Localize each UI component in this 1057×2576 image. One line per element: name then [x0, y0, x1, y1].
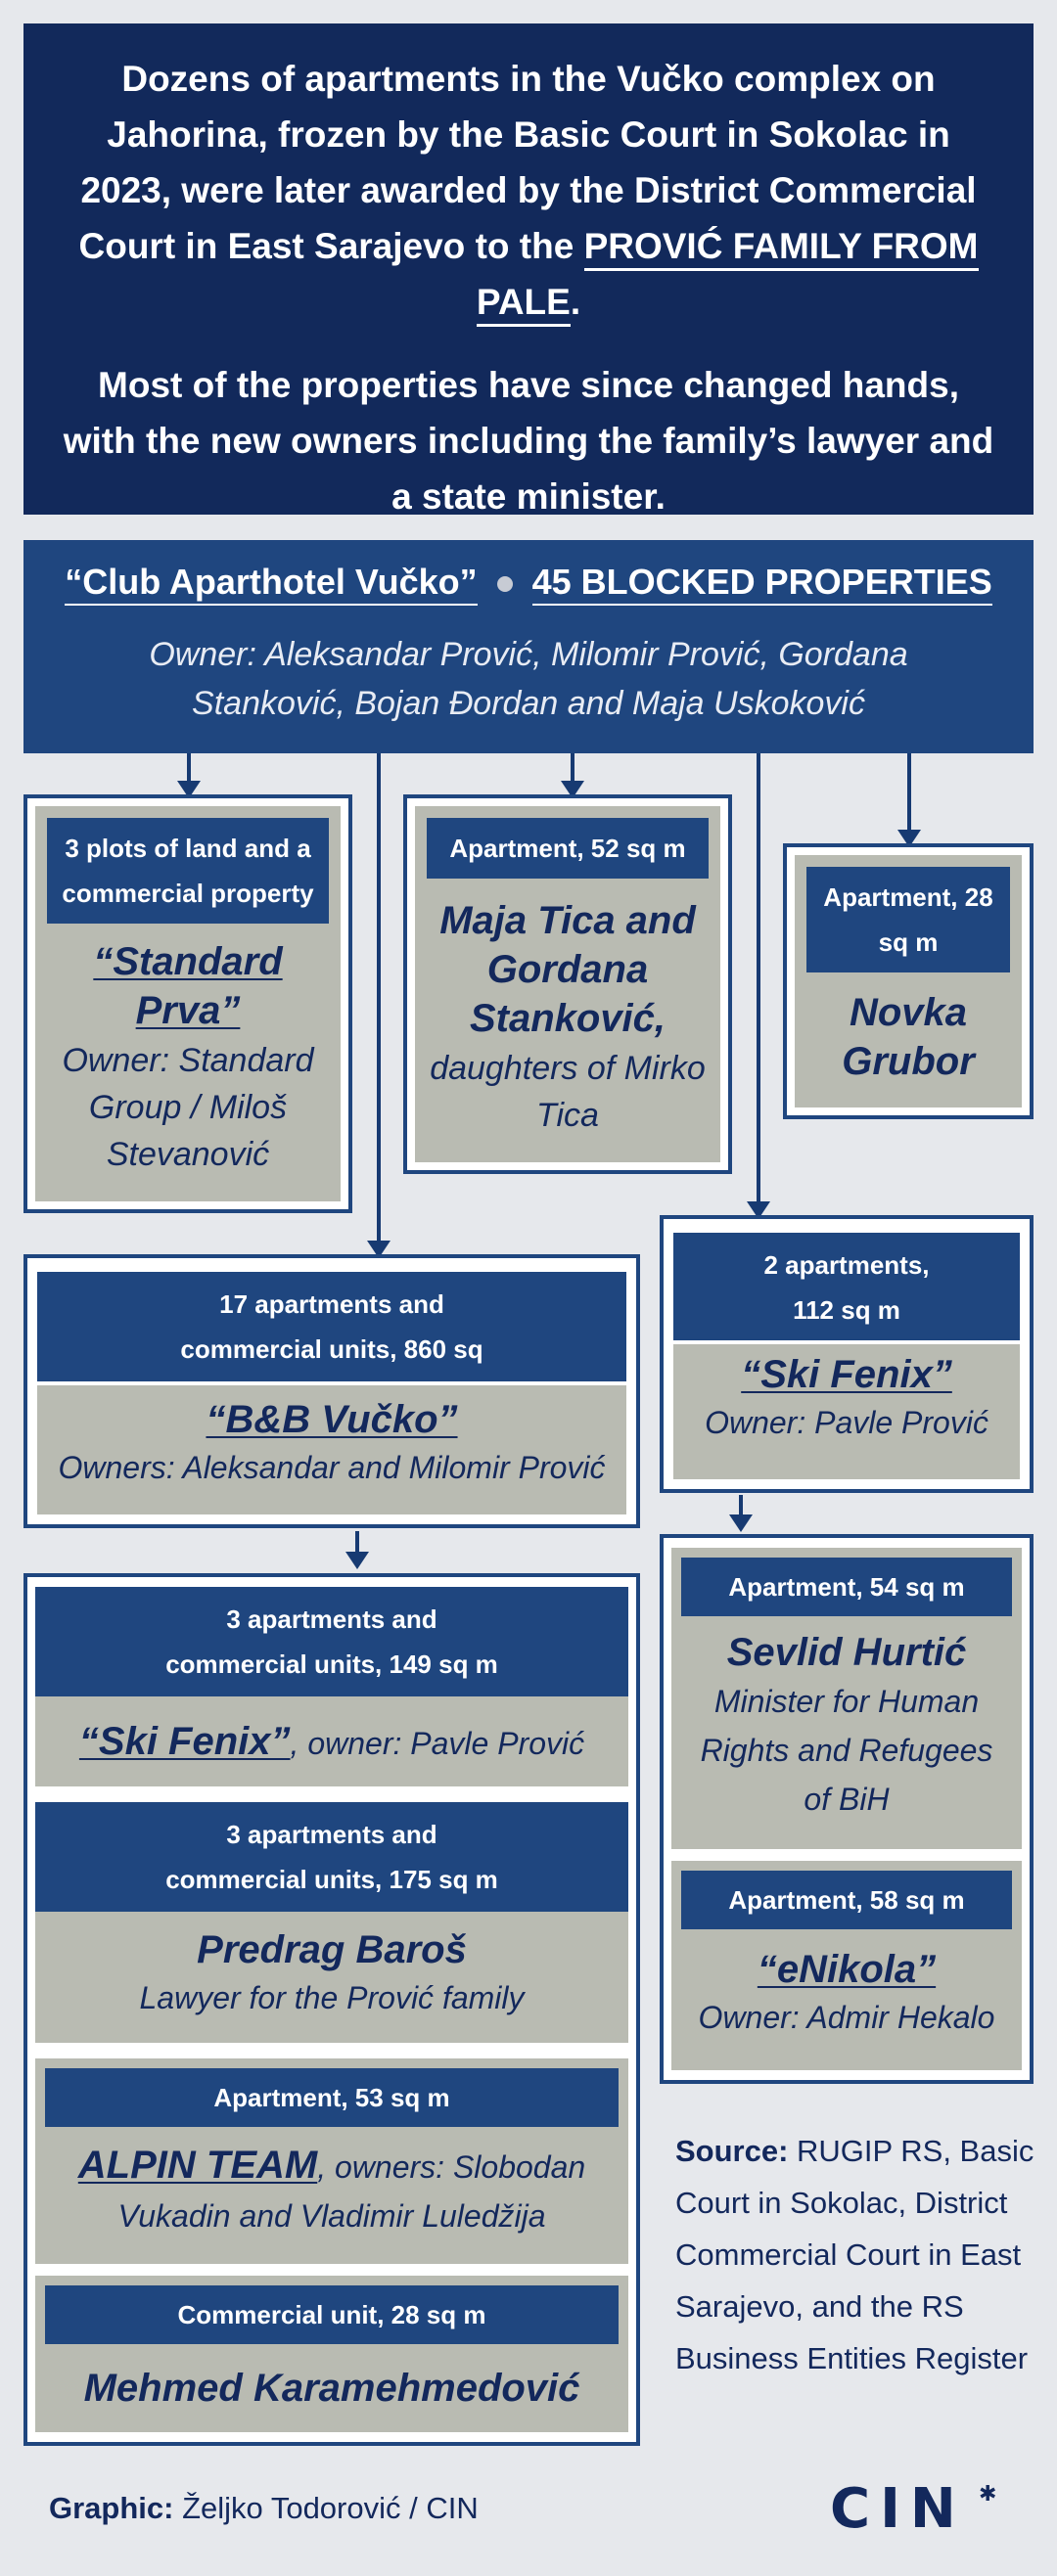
arrow-icon	[897, 830, 921, 847]
complex-owner: Owner: Aleksandar Prović, Milomir Prović…	[149, 636, 908, 722]
card-predrag-baros: 3 apartments and commercial units, 175 s…	[35, 1802, 628, 2047]
card-band: 2 apartments, 112 sq m	[673, 1233, 1020, 1340]
arrow-icon	[561, 781, 584, 798]
owner-desc: Minister for Human Rights and Refugees o…	[700, 1684, 993, 1817]
credit-text: Željko Todorović / CIN	[173, 2491, 479, 2525]
owner-name: Mehmed Karamehmedović	[83, 2367, 580, 2410]
card-band: Commercial unit, 28 sq m	[45, 2285, 619, 2344]
intro-paragraph-2: Most of the properties have since change…	[63, 365, 994, 517]
owner-name: Predrag Baroš	[197, 1928, 467, 1971]
owner-desc: Owners: Aleksandar and Milomir Prović	[58, 1450, 606, 1485]
card-band: 3 plots of land and a commercial propert…	[47, 818, 329, 924]
connector-line	[739, 1495, 743, 1516]
complex-header: “Club Aparthotel Vučko” 45 BLOCKED PROPER…	[23, 540, 1034, 753]
owner-desc: , owners: Slobodan Vukadin and Vladimir …	[117, 2149, 586, 2234]
card-band: Apartment, 54 sq m	[681, 1558, 1012, 1616]
card-mehmed-karamehmedovic: Commercial unit, 28 sq m Mehmed Karamehm…	[35, 2276, 628, 2432]
owner-desc: Owner: Admir Hekalo	[698, 2000, 995, 2035]
card-band: 3 apartments and commercial units, 175 s…	[35, 1802, 628, 1912]
card-band: Apartment, 28 sq m	[806, 867, 1010, 972]
card-band: 17 apartments and commercial units, 860 …	[37, 1272, 626, 1409]
complex-name: “Club Aparthotel Vučko”	[65, 562, 478, 606]
graphic-credit: Graphic: Željko Todorović / CIN	[49, 2491, 479, 2526]
arrow-icon	[729, 1514, 753, 1532]
intro-highlight: PROVIĆ FAMILY FROM PALE	[476, 226, 979, 327]
owner-name: Maja Tica and Gordana Stanković,	[439, 899, 696, 1040]
owner-desc: Owner: Standard Group / Miloš Stevanović	[62, 1042, 314, 1173]
owner-name: “Ski Fenix”	[78, 1720, 291, 1763]
source-text: RUGIP RS, Basic Court in Sokolac, Distri…	[675, 2134, 1034, 2375]
owner-name: “Standard Prva”	[93, 940, 283, 1032]
card-bb-vucko: 17 apartments and commercial units, 860 …	[23, 1254, 640, 1528]
card-alpin-team: Apartment, 53 sq m ALPIN TEAM, owners: S…	[35, 2058, 628, 2264]
connector-line	[907, 753, 911, 832]
card-band: Apartment, 58 sq m	[681, 1871, 1012, 1929]
card-band: Apartment, 52 sq m	[427, 818, 709, 879]
owner-name: “B&B Vučko”	[206, 1398, 458, 1441]
owner-desc: Owner: Pavle Prović	[705, 1405, 988, 1440]
card-ski-fenix-left: 3 apartments and commercial units, 149 s…	[35, 1587, 628, 1790]
source-label: Source:	[675, 2134, 789, 2168]
credit-label: Graphic:	[49, 2491, 174, 2525]
owner-desc: daughters of Mirko Tica	[430, 1050, 706, 1134]
connector-line	[757, 753, 760, 1203]
logo-mark-icon: ✱	[979, 2481, 997, 2506]
connector-line	[187, 753, 191, 783]
connector-line	[377, 753, 381, 1243]
intro-paragraph-1: Dozens of apartments in the Vučko comple…	[59, 51, 998, 330]
card-band: 3 apartments and commercial units, 149 s…	[35, 1587, 628, 1696]
arrow-icon	[747, 1201, 770, 1219]
arrow-icon	[367, 1241, 391, 1258]
arrow-icon	[345, 1552, 369, 1569]
intro-box: Dozens of apartments in the Vučko comple…	[23, 23, 1034, 517]
separator-dot	[496, 576, 513, 593]
card-enikola: Apartment, 58 sq m “eNikola” Owner: Admi…	[671, 1861, 1022, 2070]
card-standard-prva: 3 plots of land and a commercial propert…	[23, 794, 352, 1213]
owner-name: “Ski Fenix”	[741, 1353, 952, 1396]
owner-name: ALPIN TEAM	[77, 2144, 318, 2187]
owner-name: “eNikola”	[757, 1948, 937, 1991]
cin-logo: CIN	[830, 2477, 966, 2541]
card-maja-tica: Apartment, 52 sq m Maja Tica and Gordana…	[403, 794, 732, 1174]
owner-name: Novka Grubor	[842, 991, 975, 1083]
owner-desc: , owner: Pavle Prović	[290, 1726, 585, 1761]
card-novka-grubor: Apartment, 28 sq m Novka Grubor	[783, 843, 1034, 1119]
card-ski-fenix-right: 2 apartments, 112 sq m “Ski Fenix” Owner…	[660, 1215, 1034, 1493]
card-band: Apartment, 53 sq m	[45, 2068, 619, 2127]
connector-line	[571, 753, 574, 783]
card-sevlid-hurtic: Apartment, 54 sq m Sevlid Hurtić Ministe…	[671, 1548, 1022, 1849]
source-note: Source: RUGIP RS, Basic Court in Sokolac…	[675, 2125, 1037, 2384]
owner-desc: Lawyer for the Prović family	[139, 1980, 525, 2015]
blocked-count: 45 BLOCKED PROPERTIES	[531, 562, 992, 606]
owner-name: Sevlid Hurtić	[726, 1631, 967, 1674]
connector-line	[355, 1531, 359, 1553]
arrow-icon	[177, 781, 201, 798]
